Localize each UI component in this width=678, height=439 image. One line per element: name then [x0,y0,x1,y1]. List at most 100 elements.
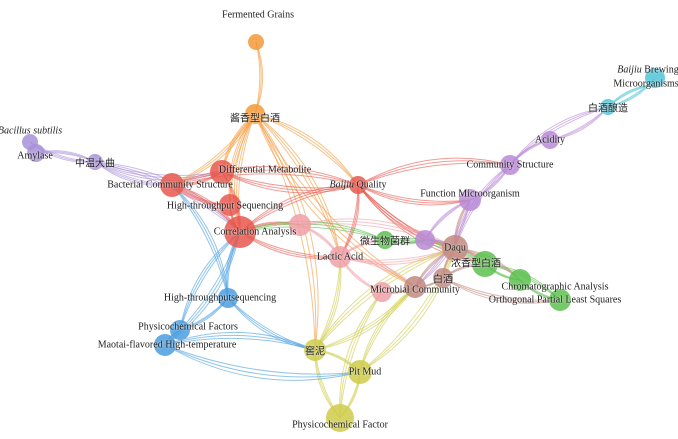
node-ac[interactable] [541,131,559,149]
edge-hts2-bcs [171,184,229,299]
edge-pm-dq [359,247,456,373]
edge-bq-nx [357,184,486,265]
edge-mt-pm [164,344,361,381]
node-label-jn[interactable]: 窖泥 [305,343,325,358]
node-label-hts[interactable]: High-throughput Sequencing [167,201,283,212]
node-opls[interactable] [549,289,571,311]
node-bcs[interactable] [160,173,184,197]
node-label-bn[interactable]: 白酒酿造 [588,100,628,115]
node-nx[interactable] [472,251,498,277]
edge-hts2-jn [227,297,316,351]
edge-pm-dq [359,247,456,373]
node-pm[interactable] [348,360,372,384]
node-label-cha[interactable]: Chromatographic Analysis [502,282,609,293]
edge-cs-bn [509,106,609,166]
node-label-text: Microorganisms [613,78,678,90]
edge-jx-mc [254,113,416,288]
node-p2[interactable] [415,230,435,250]
node-mo[interactable] [651,84,653,86]
node-hts[interactable] [219,194,241,216]
node-dq[interactable] [442,235,468,261]
node-label-dq[interactable]: Daqu [444,243,466,254]
node-label-cs[interactable]: Community Structure [467,160,554,171]
node-p3[interactable] [372,282,392,302]
node-label-text: Community Structure [466,159,554,171]
node-label-pfs[interactable]: Physicochemical Factors [138,322,238,333]
node-zw[interactable] [87,154,103,170]
node-label-text: 白酒酿造 [588,103,628,115]
node-mt[interactable] [154,334,176,356]
node-label-text: Pit Mud [348,366,382,378]
edge-jx-bq [254,113,359,186]
node-p1[interactable] [289,214,311,236]
node-jx[interactable] [245,104,265,124]
node-dm[interactable] [210,160,234,184]
node-label-text: Quality [353,179,387,191]
node-bq[interactable] [349,176,367,194]
node-cha[interactable] [509,269,531,291]
edge-bj-opls [442,277,561,304]
node-label-opls[interactable]: Orthogonal Partial Least Squares [489,295,621,306]
node-label-bcs[interactable]: Bacterial Community Structure [107,180,233,191]
node-label-text: Acidity [535,134,565,146]
node-label-am[interactable]: Amylase [17,151,53,162]
edge-mt-pm [164,344,361,375]
edge-jn-mc [314,286,416,351]
node-mc[interactable] [404,276,426,298]
node-bn[interactable] [600,99,616,115]
node-jn[interactable] [304,339,326,361]
node-ca[interactable] [224,216,256,248]
edge-bq-fm [357,184,471,202]
node-fg[interactable] [248,34,264,50]
node-label-pm[interactable]: Pit Mud [349,367,382,378]
edge-jx-la [254,113,341,258]
node-label-text: Maotai-flavored High-temperature [97,339,237,351]
node-la[interactable] [329,246,351,268]
node-label-jx[interactable]: 酱香型白酒 [230,110,280,125]
node-label-bbm[interactable]: Baijiu Brewing [617,65,678,76]
node-label-text: Orthogonal Partial Least Squares [488,294,622,306]
node-bbm[interactable] [645,68,665,88]
node-label-dm[interactable]: Differential Metabolite [219,165,311,176]
edge-pf-p3 [339,291,383,419]
node-label-pf[interactable]: Physicochemical Factor [292,420,388,431]
node-label-la[interactable]: Lactic Acid [317,252,363,263]
node-label-bq[interactable]: Baijiu Quality [330,180,387,191]
node-cs[interactable] [500,155,520,175]
edge-bq-fm [357,184,471,204]
edge-hts2-bcs [171,184,229,299]
node-fm[interactable] [459,189,481,211]
edge-bcs-bq [171,173,359,186]
node-label-wsw[interactable]: 微生物菌群 [360,233,410,248]
node-label-bs[interactable]: Bacillus subtilis [0,126,62,137]
node-label-nx[interactable]: 浓香型白酒 [451,255,501,270]
node-label-hts2[interactable]: High-throughputsequencing [164,293,276,304]
node-wsw[interactable] [376,231,394,249]
node-label-ac[interactable]: Acidity [535,135,565,146]
edge-hts2-jn [227,297,316,351]
node-label-ca[interactable]: Correlation Analysis [214,227,297,238]
node-label-text: 微生物菌群 [360,236,410,248]
node-label-mc[interactable]: Microbial Community [370,285,460,296]
nodes-layer [22,34,665,432]
node-label-text: Daqu [444,242,466,254]
node-pf[interactable] [326,404,354,432]
node-label-text: Amylase [17,150,53,162]
node-label-text: Chromatographic Analysis [501,281,609,293]
node-label-fm[interactable]: Function Microorganism [420,189,520,200]
node-label-zw[interactable]: 中温大曲 [75,155,115,170]
node-pfs[interactable] [170,320,190,340]
node-am[interactable] [27,144,45,162]
edge-bj-opls [442,277,561,303]
node-label-mo[interactable]: Microorganisms [613,79,678,90]
edge-wsw-ca [239,220,386,241]
node-label-text: Brewing [641,64,678,76]
node-label-text: Physicochemical Factor [292,419,388,431]
node-hts2[interactable] [218,288,238,308]
node-label-text: Lactic Acid [316,251,364,263]
node-label-fg[interactable]: Fermented Grains [222,10,294,21]
node-label-mt[interactable]: Maotai-flavored High-temperature [98,340,237,351]
edge-pm-dq [359,247,456,373]
node-label-bj[interactable]: 白酒 [433,271,453,286]
node-bj[interactable] [433,268,453,288]
